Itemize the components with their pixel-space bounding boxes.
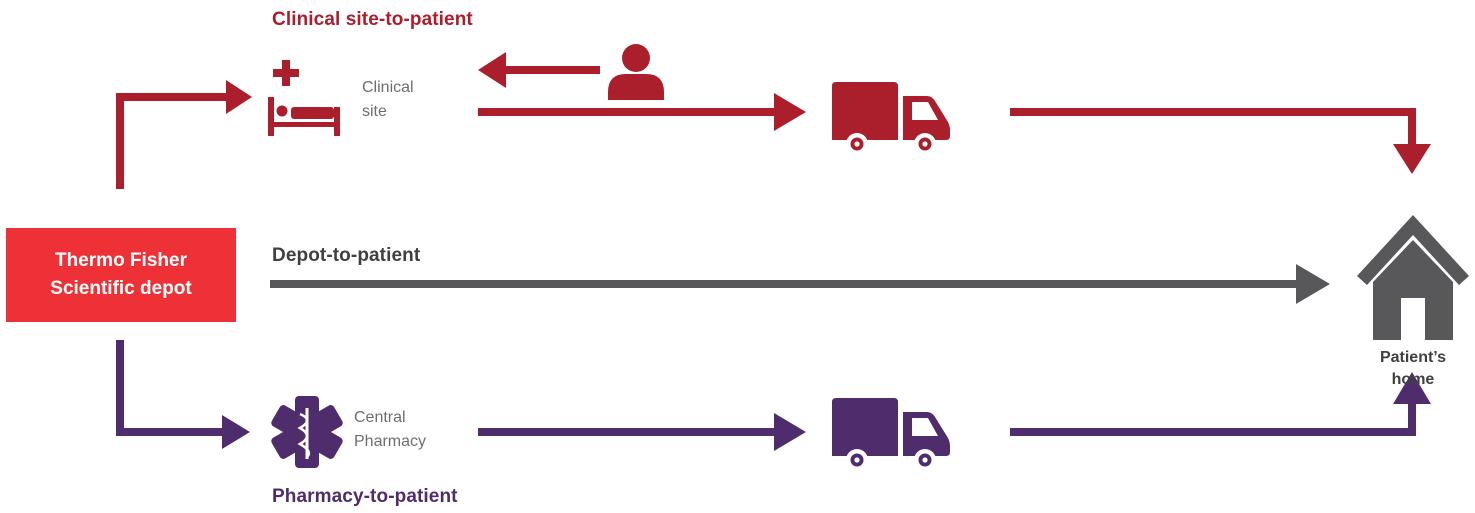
- depot-label-line2: Scientific depot: [50, 278, 192, 299]
- depot-label-line1: Thermo Fisher: [55, 250, 187, 271]
- clinical-site-label-line1: Clinical: [362, 79, 414, 96]
- arrowhead: [478, 52, 506, 88]
- central-pharmacy-label: Central Pharmacy: [354, 406, 426, 454]
- central-pharmacy-label-line1: Central: [354, 409, 406, 426]
- clinical-route-title: Clinical site-to-patient: [272, 9, 473, 30]
- arrowhead: [774, 93, 806, 131]
- arrowhead: [1393, 372, 1431, 404]
- depot-to-clinical-connector: [116, 93, 228, 189]
- arrowhead: [774, 413, 806, 451]
- arrowhead: [1296, 264, 1330, 304]
- pharmacy-route: [116, 340, 1416, 436]
- truck-to-home-connector: [1010, 402, 1416, 436]
- depot-box: Thermo Fisher Scientific depot: [6, 228, 236, 322]
- arrowhead: [226, 80, 252, 114]
- delivery-truck-icon: [832, 82, 950, 155]
- depot-to-pharmacy-connector: [116, 340, 226, 436]
- patient-home-label: Patient’s home: [1360, 347, 1466, 391]
- arrowhead: [1393, 144, 1431, 174]
- pharmacy-route-title: Pharmacy-to-patient: [272, 486, 458, 507]
- house-icon: [1357, 215, 1469, 340]
- depot-route-title: Depot-to-patient: [272, 245, 421, 266]
- patient-home-label-line2: home: [1391, 371, 1435, 388]
- hospital-bed-icon: [268, 60, 340, 136]
- clinical-site-label-line2: site: [362, 103, 387, 120]
- clinical-site-label: Clinical site: [362, 76, 414, 124]
- star-of-life-icon: [271, 396, 343, 468]
- arrowhead: [222, 415, 250, 449]
- central-pharmacy-label-line2: Pharmacy: [354, 433, 427, 450]
- delivery-truck-icon: [832, 398, 950, 471]
- clinical-route: [116, 66, 1416, 189]
- truck-to-home-connector: [1010, 108, 1416, 146]
- person-icon: [608, 44, 664, 100]
- patient-home-label-line1: Patient’s: [1379, 349, 1447, 366]
